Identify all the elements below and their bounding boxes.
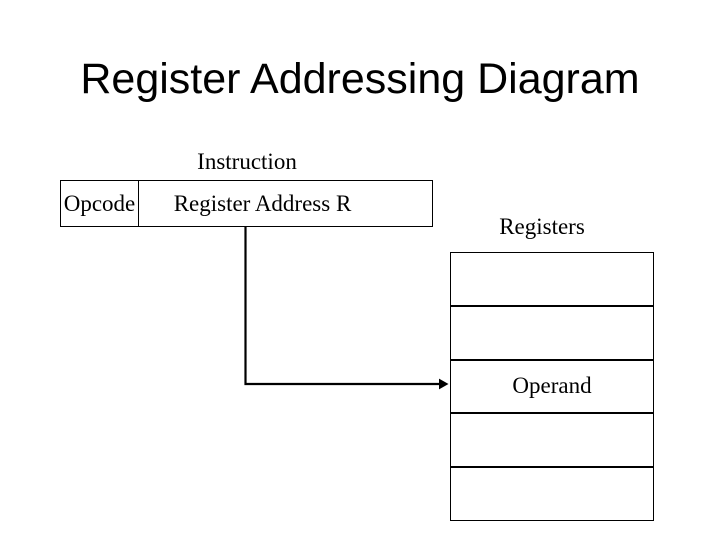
instruction-word-box: Opcode Register Address R bbox=[60, 180, 433, 227]
register-address-field-label: Register Address R bbox=[173, 190, 352, 216]
opcode-field-label: Opcode bbox=[63, 190, 136, 216]
register-row bbox=[451, 412, 653, 466]
slide-title: Register Addressing Diagram bbox=[80, 55, 640, 103]
instruction-caption: Instruction bbox=[197, 149, 297, 174]
register-address-field: Register Address R bbox=[139, 181, 432, 226]
connector-arrowhead-icon bbox=[439, 378, 449, 390]
registers-caption: Registers bbox=[499, 214, 585, 239]
connector-elbow-line bbox=[244, 227, 440, 386]
register-row bbox=[451, 304, 653, 359]
register-row bbox=[451, 466, 653, 520]
register-row bbox=[451, 253, 653, 305]
opcode-field: Opcode bbox=[61, 181, 139, 226]
registers-table: Operand bbox=[450, 252, 654, 521]
register-row-operand: Operand bbox=[451, 358, 653, 413]
